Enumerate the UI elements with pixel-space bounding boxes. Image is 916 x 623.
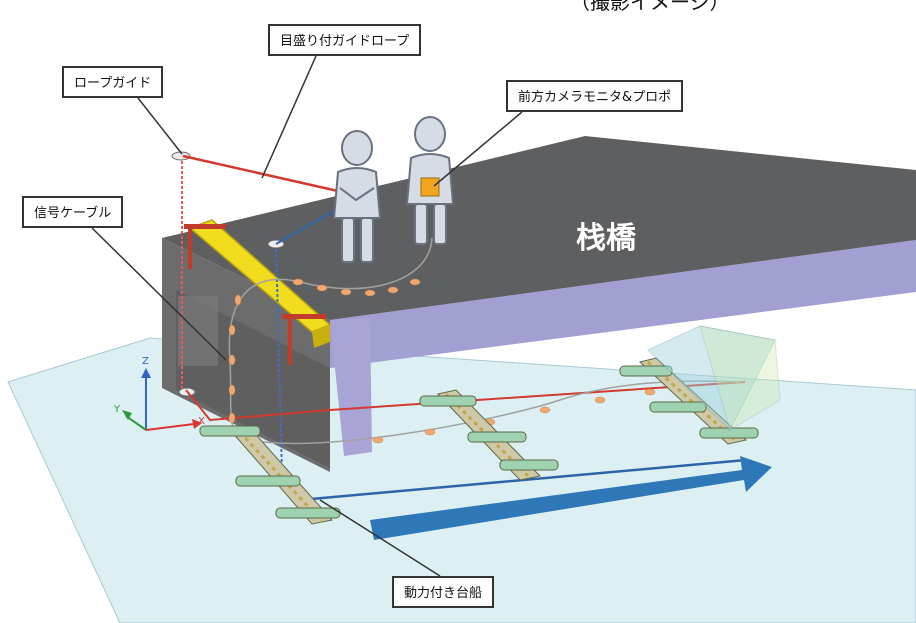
camera-view-cone-2 [699, 325, 781, 431]
powered-barge-front [199, 425, 341, 525]
leader-camera-monitor [433, 111, 523, 187]
camera-monitor-controller [420, 177, 440, 197]
travel-direction-arrow [370, 456, 772, 540]
axis-triad [122, 368, 202, 431]
pier-label: 栈橋 [576, 221, 637, 256]
callout-front-camera-monitor: 前方カメラモニタ&プロポ [506, 80, 684, 112]
powered-barge-back [619, 357, 759, 445]
rail-bracket-left [184, 224, 226, 269]
rope-guide-post-right [275, 243, 283, 475]
pier-end-panel [178, 296, 218, 366]
camera-view-cone [647, 325, 776, 431]
powered-barge-middle [419, 389, 559, 481]
callout-signal-cable: 信号ケーブル [22, 196, 124, 228]
pier-deck-side [330, 240, 916, 368]
pier-leg [330, 318, 372, 456]
yellow-rail-shadow [312, 325, 330, 348]
pier-deck-top [162, 136, 916, 320]
image-caption: （撮影イメージ） [570, 0, 730, 14]
callout-rope-guide: ロープガイド [62, 66, 164, 98]
guide-rope-red-top [182, 154, 361, 198]
callout-graduated-guide-rope: 目盛り付ガイドロープ [268, 24, 422, 56]
axis-label-z: Z [142, 356, 149, 367]
cable-floats [228, 278, 656, 444]
operator-figure-left [332, 130, 382, 263]
axis-label-y: Y [113, 404, 121, 415]
guide-rope-red-water [185, 381, 746, 422]
rail-bracket-right [282, 314, 326, 365]
leader-powered-barge [319, 499, 441, 577]
callout-powered-barge: 動力付き台船 [392, 576, 495, 608]
leader-rope-guide [137, 97, 183, 155]
axis-label-x: X [198, 416, 205, 427]
leader-guide-rope [261, 55, 317, 179]
leader-signal-cable [91, 227, 227, 361]
